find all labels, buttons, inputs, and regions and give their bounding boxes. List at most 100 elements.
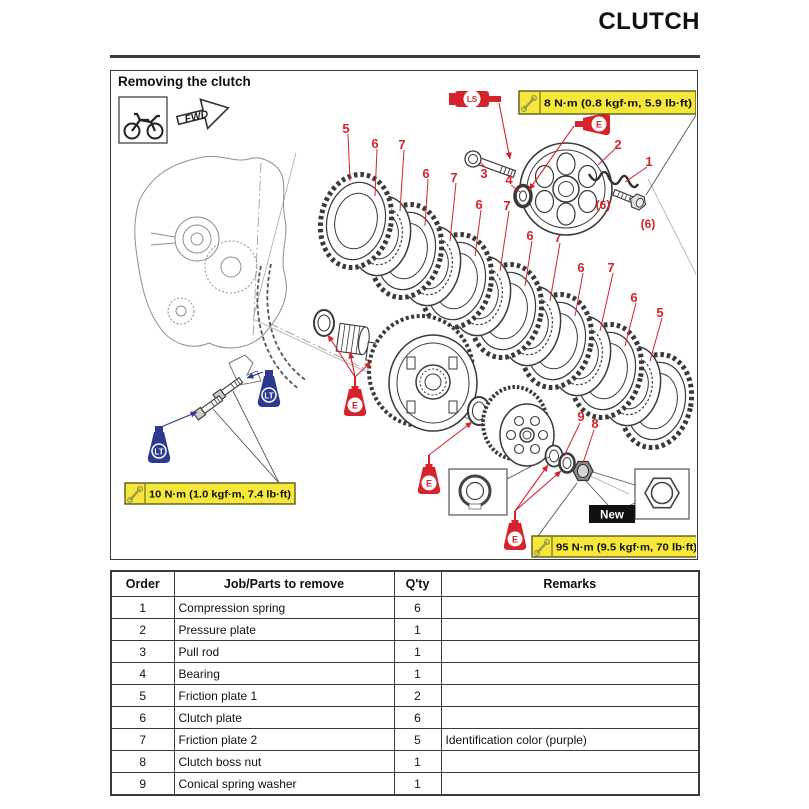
callout-1: 1 [645,154,652,169]
remarks-cell: Identification color (purple) [440,728,700,751]
callout-8: 8 [591,416,598,431]
order-cell: 8 [110,750,175,773]
oil-arrow [428,421,473,456]
hex-nut-tool-box [634,468,690,520]
plate-callout-leader [424,178,429,227]
e-label: E [596,120,602,130]
pull-rod [464,150,517,179]
plate-callout: 6 [371,136,378,151]
qty-cell: 1 [393,640,442,663]
job-cell: Friction plate 1 [173,684,395,707]
order-cell: 9 [110,772,175,796]
friction-plate [317,171,395,271]
torque-box-95nm: 95 N·m (9.5 kgf·m, 70 lb·ft) [531,535,696,558]
plate-callout-leader [399,149,405,212]
lithium-grease-symbol: LS [449,90,512,160]
plate-callout: 5 [342,121,349,136]
plate-callout: 6 [526,228,533,243]
e-label: E [352,401,358,411]
plate-callout: 7 [398,137,405,152]
new-label: New [600,510,624,522]
plate-callout-leader [347,133,351,182]
torque-8nm-text: 8 N·m (0.8 kgf·m, 5.9 lb·ft) [544,98,692,110]
engine-oil-symbol: E [343,377,367,416]
clutch-boss [481,385,555,467]
callout-3: 3 [480,166,487,181]
loctite-symbol: LT [257,370,281,407]
plate-callout: 6 [630,290,637,305]
spring-qty-note: (6) [596,198,611,212]
socket-tool-box [448,468,508,516]
qty-cell: 1 [393,618,442,641]
torque-10nm-text: 10 N·m (1.0 kgf·m, 7.4 lb·ft) [149,489,291,501]
parts-table: Order Job/Parts to remove Q'ty Remarks 1… [110,570,700,796]
plate-callout-leader [499,210,510,272]
compression-spring [587,170,640,189]
order-cell: 1 [110,596,175,619]
order-cell: 5 [110,684,175,707]
remarks-cell [440,618,700,641]
qty-cell: 1 [393,772,442,796]
table-header-row: Order Job/Parts to remove Q'ty Remarks [110,570,700,597]
order-cell: 4 [110,662,175,685]
qty-cell: 1 [393,662,442,685]
needle-bearing [335,322,370,356]
plate-callout-leader [449,182,457,242]
job-cell: Bearing [173,662,395,685]
conical-spring-washer [558,452,576,474]
plate-callout: 6 [422,166,429,181]
oil-arrows [514,464,562,512]
remarks-cell [440,750,700,773]
bolt-qty-note: (6) [641,217,656,231]
plate-callout: 7 [503,198,510,213]
plate-callout: 6 [577,260,584,275]
plate-callout-leader [474,209,482,257]
oil-arrows [327,334,372,378]
remarks-cell [440,640,700,663]
torque-box-8nm: 8 N·m (0.8 kgf·m, 5.9 lb·ft) [518,90,696,196]
col-header-order: Order [110,570,175,597]
remarks-cell [440,706,700,729]
plate-callout-leader [624,302,637,347]
new-part-tag: New [589,505,635,523]
plate-callout: 6 [475,197,482,212]
ls-label: LS [467,95,478,104]
job-cell: Conical spring washer [173,772,395,796]
qty-cell: 2 [393,684,442,707]
lt-label: LT [264,392,273,401]
chain [256,263,308,390]
job-cell: Pull rod [173,640,395,663]
plate-callout: 7 [450,170,457,185]
order-cell: 2 [110,618,175,641]
plate-callout-leader [649,317,663,362]
bolt-leaders [212,390,280,484]
header-rule [110,55,700,58]
loctite-arrows [160,371,264,428]
engine-oil-symbol: E [417,455,441,494]
pressure-plate [519,142,613,236]
callout-2: 2 [614,137,621,152]
torque-box-10nm: 10 N·m (1.0 kgf·m, 7.4 lb·ft) [124,482,296,505]
remarks-cell [440,772,700,796]
torque-95nm-text: 95 N·m (9.5 kgf·m, 70 lb·ft) [556,542,696,554]
job-cell: Friction plate 2 [173,728,395,751]
callout-9: 9 [577,409,584,424]
number-leaders [479,148,648,464]
order-cell: 6 [110,706,175,729]
spring-bolt [612,188,647,211]
remarks-cell [440,662,700,685]
plate-callout-leader [374,148,378,197]
plate-callout-leader [574,272,584,317]
plate-callout-leader [549,242,561,302]
col-header-remarks: Remarks [440,570,700,597]
callout-4: 4 [505,172,513,187]
fwd-arrow-icon: FWD [175,98,230,130]
